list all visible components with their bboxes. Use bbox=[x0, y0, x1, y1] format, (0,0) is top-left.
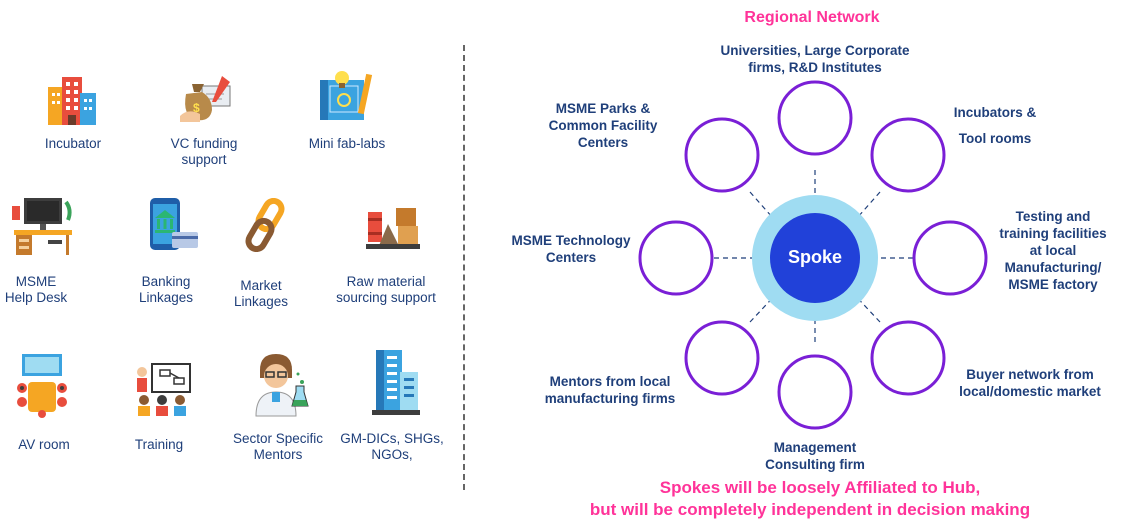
spoke-circle-right bbox=[912, 220, 988, 296]
desk-icon bbox=[10, 196, 76, 256]
service-label-fab: Mini fab-labs bbox=[308, 136, 386, 151]
network-diagram bbox=[638, 80, 988, 430]
footer-line-1: Spokes will be loosely Affiliated to Hub… bbox=[659, 478, 981, 497]
service-label-market: Market Linkages bbox=[233, 278, 289, 309]
service-label-mentors: Sector Specific Mentors bbox=[232, 431, 324, 462]
hub-circle bbox=[770, 213, 860, 303]
node-label-right: Testing and training facilities at local… bbox=[999, 209, 1107, 292]
service-label-banking: Banking Linkages bbox=[138, 274, 194, 305]
spoke-circle-bottom-right bbox=[870, 320, 946, 396]
svg-text:$: $ bbox=[193, 101, 200, 115]
classroom-icon bbox=[134, 362, 192, 418]
spoke-circle-top-left bbox=[684, 117, 760, 193]
spoke-circle-top bbox=[777, 80, 853, 156]
service-label-incubator: Incubator bbox=[44, 136, 102, 151]
blueprint-icon bbox=[316, 68, 374, 124]
node-label-bottom-right: Buyer network from local/domestic market bbox=[959, 367, 1101, 399]
node-label-top: Universities, Large Corporate firms, R&D… bbox=[720, 43, 910, 75]
node-label-bottom: Management Consulting firm bbox=[765, 440, 865, 472]
building-icon bbox=[44, 73, 100, 127]
service-label-gm: GM-DICs, SHGs, NGOs, bbox=[340, 431, 444, 462]
panel-divider bbox=[463, 45, 465, 490]
footer-line-2: but will be completely independent in de… bbox=[589, 500, 1031, 519]
scientist-icon bbox=[252, 352, 310, 418]
money-bag-icon: $ bbox=[178, 72, 234, 124]
service-label-training: Training bbox=[134, 437, 184, 452]
service-label-av: AV room bbox=[18, 437, 70, 452]
office-building-icon bbox=[370, 348, 422, 416]
network-title: Regional Network bbox=[744, 9, 880, 26]
spoke-circle-left bbox=[638, 220, 714, 296]
meeting-room-icon bbox=[14, 352, 70, 418]
node-label-top-left: MSME Parks & Common Facility Centers bbox=[548, 101, 658, 150]
spoke-circle-bottom bbox=[777, 354, 853, 430]
node-label-left: MSME Technology Centers bbox=[511, 233, 631, 265]
materials-icon bbox=[366, 204, 420, 250]
spoke-circle-top-right bbox=[870, 117, 946, 193]
chain-link-icon bbox=[244, 197, 292, 253]
node-label-bottom-left: Mentors from local manufacturing firms bbox=[544, 374, 676, 406]
node-label-top-right: Incubators & Tool rooms bbox=[953, 105, 1037, 146]
service-label-raw: Raw material sourcing support bbox=[336, 274, 436, 305]
hub-label: Spoke bbox=[787, 247, 843, 267]
mobile-bank-icon bbox=[146, 196, 202, 252]
spoke-circle-bottom-left bbox=[684, 320, 760, 396]
service-label-helpdesk: MSME Help Desk bbox=[4, 274, 68, 305]
service-label-vc: VC funding support bbox=[170, 136, 238, 167]
